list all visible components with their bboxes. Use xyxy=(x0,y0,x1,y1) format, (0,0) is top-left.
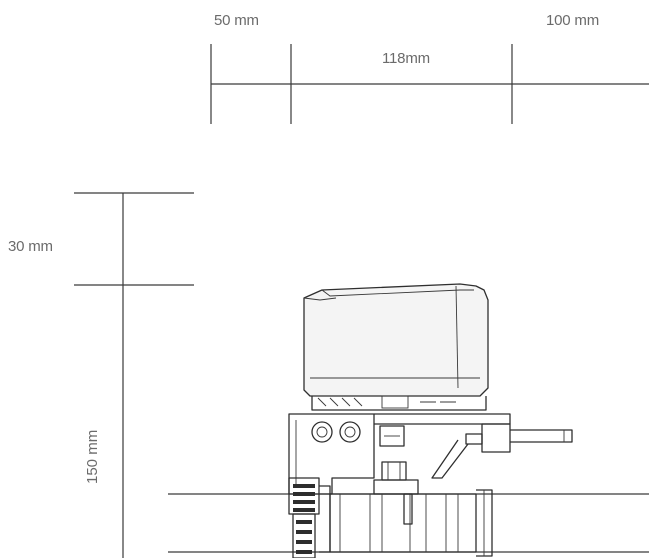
actuator-housing xyxy=(303,283,489,411)
vertical-dimension-lines xyxy=(74,192,194,558)
left-clearance-label: 50 mm xyxy=(214,12,259,29)
pipe-lines xyxy=(168,493,649,553)
ball-valve-body xyxy=(329,489,493,557)
device-width-label: 118mm xyxy=(382,50,430,67)
mounting-bracket xyxy=(288,413,511,495)
top-clearance-label: 30 mm xyxy=(8,238,53,255)
horizontal-dimension-lines xyxy=(210,44,649,124)
valve-stem xyxy=(373,461,419,495)
valve-locking-clip xyxy=(288,477,331,558)
lever-arm xyxy=(431,423,573,479)
right-clearance-label: 100 mm xyxy=(546,12,599,29)
